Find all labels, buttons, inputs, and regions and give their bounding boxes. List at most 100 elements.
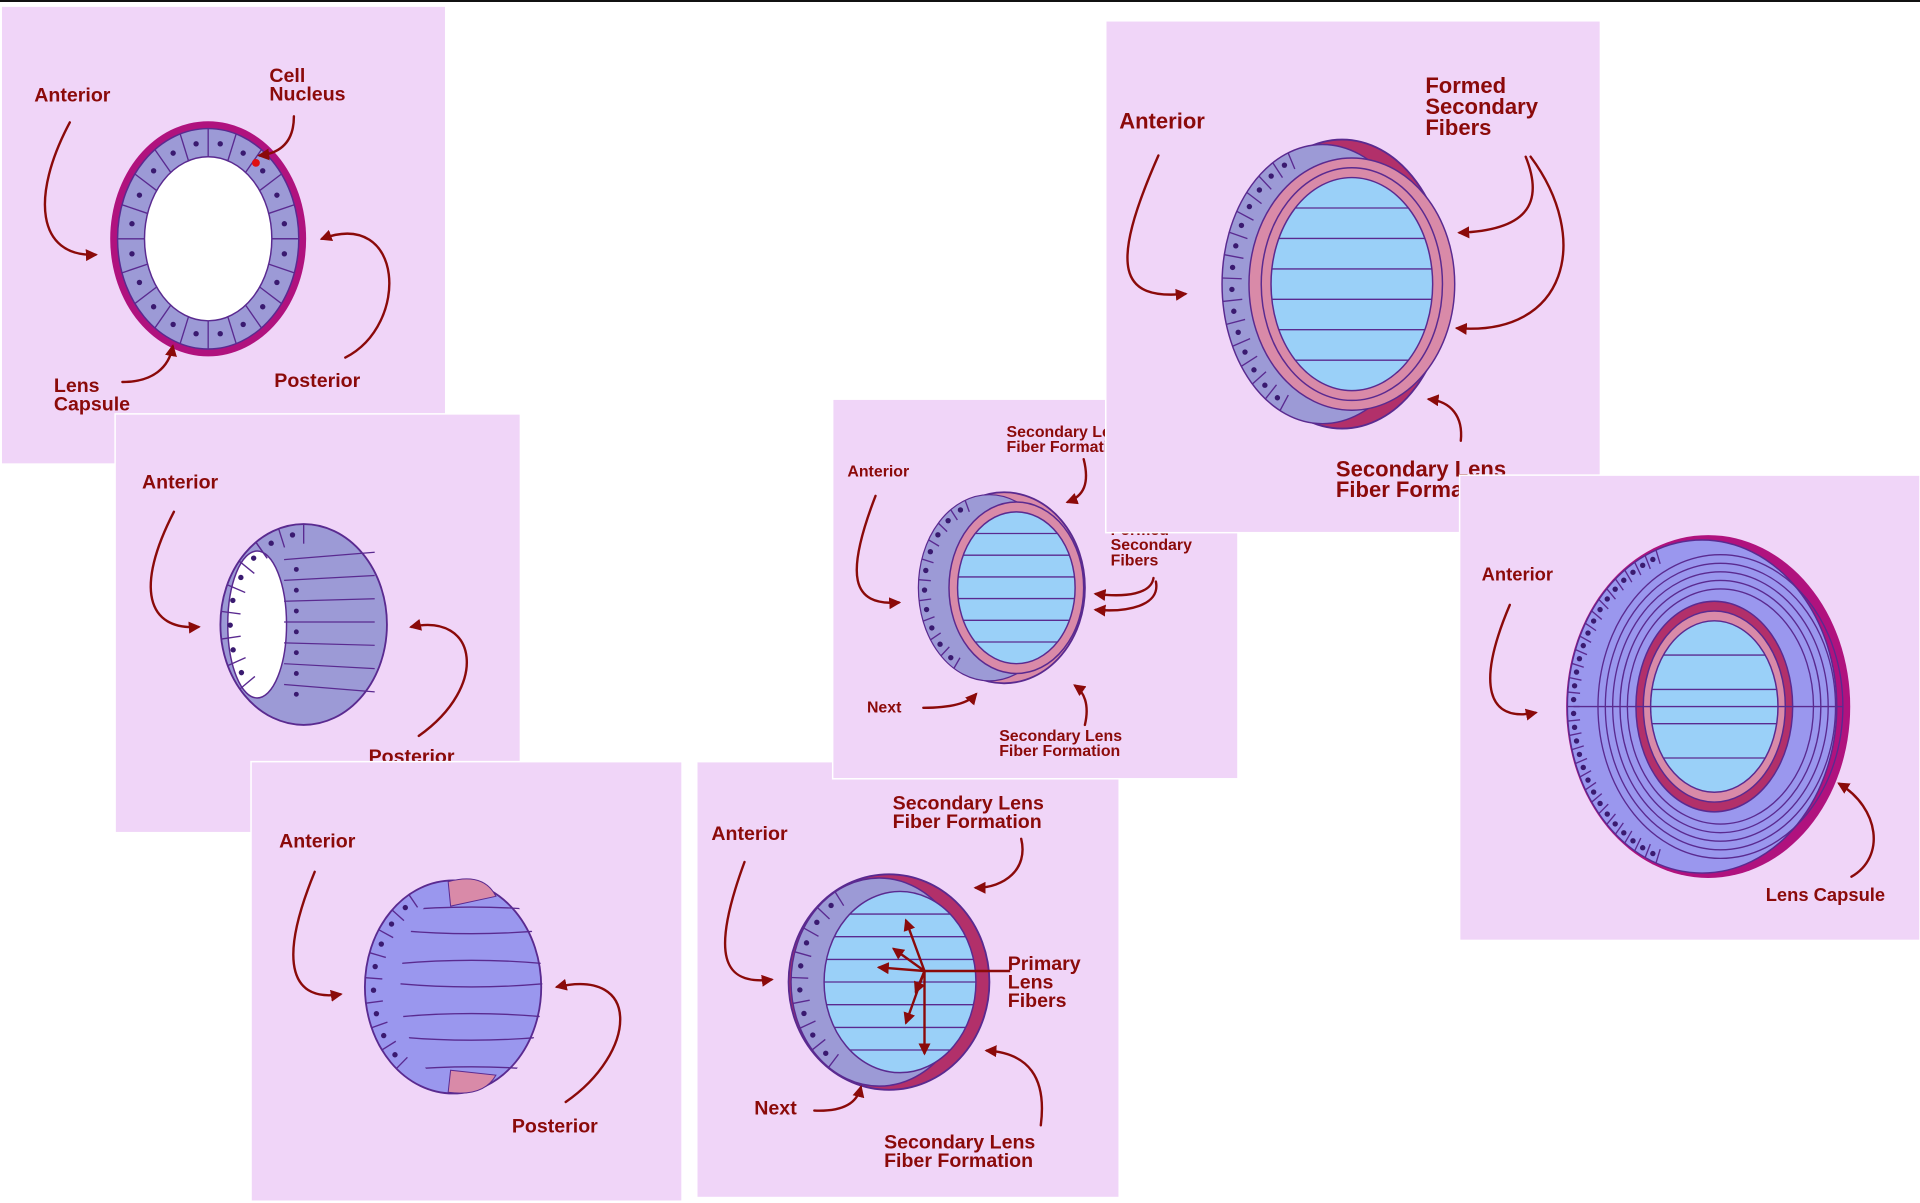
cell-nucleus-dot [1581,643,1586,648]
cell-nucleus-dot [1247,204,1252,209]
cell-nucleus-dot [170,322,175,327]
panel-primary-fibers: AnteriorPosterior [251,762,682,1202]
cell-nucleus-dot [129,251,134,256]
cell-nucleus-dot [1229,287,1234,292]
cell-nucleus-dot [929,625,934,630]
cell-nucleus-dot [260,304,265,309]
cell-nucleus-dot [1242,349,1247,354]
cell-wall [1222,278,1242,279]
cell-nucleus-dot [372,964,377,969]
cell-nucleus-dot [294,671,299,676]
fiber-core [958,512,1076,664]
cell-nucleus-dot [1621,830,1626,835]
cell-nucleus-dot [1581,765,1586,770]
label-anterior: Anterior [279,830,356,852]
cell-nucleus-dot [260,168,265,173]
cell-nucleus-dot [923,568,928,573]
label-posterior: Posterior [274,370,360,392]
label-sec-bottom: Secondary LensFiber Formation [999,728,1122,760]
cell-nucleus-dot [1251,367,1256,372]
cell-nucleus-dot [282,221,287,226]
cell-nucleus-dot [1571,711,1576,716]
cell-nucleus-dot [151,304,156,309]
cell-nucleus-dot [230,647,235,652]
cell-nucleus-dot [1597,801,1602,806]
cell-nucleus-dot [1233,243,1238,248]
cell-nucleus-dot [151,168,156,173]
label-anterior: Anterior [1482,563,1553,584]
cell-nucleus-dot [1585,630,1590,635]
label-posterior: Posterior [512,1116,598,1138]
cell-nucleus-dot [1574,738,1579,743]
cell-nucleus-dot [1597,607,1602,612]
cell-nucleus-dot [1230,265,1235,270]
cell-nucleus-dot [240,322,245,327]
cell-nucleus-dot [137,280,142,285]
cell-nucleus-dot [1630,570,1635,575]
cell-nucleus-dot [1621,578,1626,583]
cell-nucleus-dot [239,670,244,675]
cell-nucleus-dot [170,150,175,155]
label-anterior: Anterior [711,823,788,845]
cell-nucleus-dot [1577,752,1582,757]
cell-nucleus-dot [1239,223,1244,228]
vesicle-lumen [144,157,271,321]
cell-nucleus-dot [294,567,299,572]
cell-nucleus-dot [193,331,198,336]
cell-nucleus-dot [228,622,233,627]
cell-nucleus-dot [381,1033,386,1038]
label-sec-bottom: Secondary LensFiber Formation [884,1132,1035,1173]
label-anterior: Anterior [34,85,111,107]
cell-nucleus-dot [290,532,295,537]
cell-nucleus-dot [928,549,933,554]
cell-nucleus-dot [1605,811,1610,816]
cell-nucleus-dot [389,921,394,926]
cell-nucleus-dot [294,650,299,655]
cell-nucleus-dot [193,141,198,146]
cell-nucleus-dot [1585,777,1590,782]
cell-nucleus-dot [238,575,243,580]
cell-nucleus-dot [948,655,953,660]
cell-nucleus-dot [252,159,260,167]
cell-nucleus-dot [1640,563,1645,568]
cell-nucleus-dot [804,940,809,945]
cell-nucleus-dot [1572,725,1577,730]
panel-lens-vesicle: AnteriorCellNucleusPosteriorLensCapsule [1,6,445,464]
cell-nucleus-dot [1605,596,1610,601]
anterior-lumen [228,551,287,698]
label-anterior: Anterior [1119,109,1205,134]
cell-nucleus-dot [801,1011,806,1016]
cell-nucleus-dot [922,587,927,592]
cell-nucleus-dot [137,192,142,197]
cell-nucleus-dot [1282,162,1287,167]
cell-nucleus-dot [1630,838,1635,843]
cell-nucleus-dot [374,1011,379,1016]
cell-nucleus-dot [294,588,299,593]
cell-nucleus-dot [1236,330,1241,335]
cell-nucleus-dot [1262,383,1267,388]
cell-nucleus-dot [1571,697,1576,702]
cell-nucleus-dot [828,903,833,908]
cell-nucleus-dot [937,642,942,647]
fiber-core [1271,178,1433,391]
cell-nucleus-dot [1574,669,1579,674]
cell-nucleus-dot [1577,656,1582,661]
cell-nucleus-dot [1591,618,1596,623]
cell-nucleus-dot [1257,187,1262,192]
cell-nucleus-dot [274,280,279,285]
cell-nucleus-dot [403,905,408,910]
cell-nucleus-dot [1591,789,1596,794]
cell-nucleus-dot [810,1032,815,1037]
cell-nucleus-dot [294,692,299,697]
cell-nucleus-dot [379,941,384,946]
cell-nucleus-dot [251,555,256,560]
cell-nucleus-dot [282,251,287,256]
label-next: Next [754,1097,797,1119]
cell-nucleus-dot [1572,683,1577,688]
cell-nucleus-dot [814,920,819,925]
cell-nucleus-dot [1650,851,1655,856]
cell-nucleus-dot [1231,309,1236,314]
cell-nucleus-dot [230,598,235,603]
